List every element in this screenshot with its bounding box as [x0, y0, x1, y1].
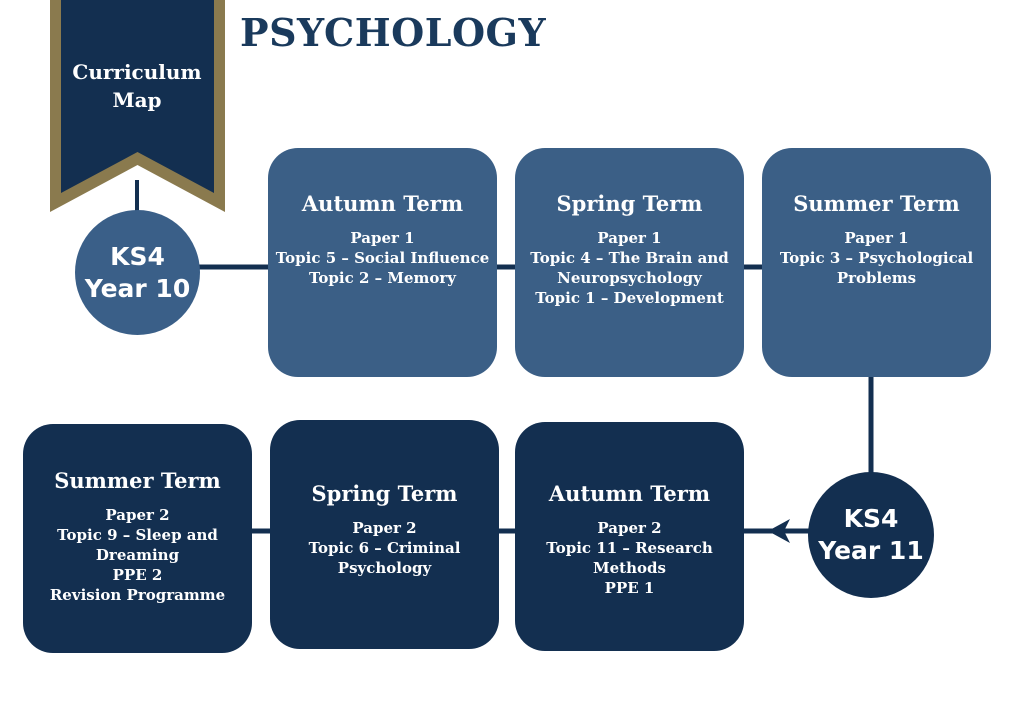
card-line: PPE 2	[112, 566, 163, 584]
year11-node: KS4 Year 11	[808, 472, 934, 598]
card-title: Autumn Term	[301, 191, 464, 216]
card-line: Dreaming	[95, 546, 180, 564]
year10-key-stage: KS4	[110, 241, 165, 271]
card-line: Topic 2 – Memory	[308, 269, 456, 287]
year11-autumn-card: Autumn Term Paper 2 Topic 11 – Research …	[515, 422, 744, 651]
card-line: Paper 2	[597, 519, 662, 537]
year10-spring-card: Spring Term Paper 1 Topic 4 – The Brain …	[515, 148, 744, 377]
card-line: PPE 1	[604, 579, 655, 597]
curriculum-map-banner	[50, 0, 225, 212]
banner-navy-fill	[61, 0, 214, 193]
card-line: Topic 9 – Sleep and	[57, 526, 218, 544]
card-line: Paper 2	[352, 519, 417, 537]
year11-spring-card: Spring Term Paper 2 Topic 6 – Criminal P…	[270, 420, 499, 649]
card-line: Revision Programme	[49, 586, 226, 604]
card-line: Methods	[593, 559, 666, 577]
year10-summer-card: Summer Term Paper 1 Topic 3 – Psychologi…	[762, 148, 991, 377]
page-title: PSYCHOLOGY	[240, 10, 547, 55]
card-line: Paper 2	[105, 506, 170, 524]
card-title: Spring Term	[556, 191, 703, 216]
card-title: Summer Term	[793, 191, 960, 216]
card-line: Topic 1 – Development	[535, 289, 724, 307]
year10-autumn-card: Autumn Term Paper 1 Topic 5 – Social Inf…	[268, 148, 497, 377]
card-line: Topic 6 – Criminal	[308, 539, 461, 557]
year11-summer-card: Summer Term Paper 2 Topic 9 – Sleep and …	[23, 424, 252, 653]
year11-key-stage: KS4	[843, 504, 899, 533]
card-title: Autumn Term	[548, 481, 711, 506]
card-line: Paper 1	[597, 229, 662, 247]
card-line: Psychology	[337, 559, 432, 577]
card-line: Topic 5 – Social Influence	[275, 249, 490, 267]
arrow-head-icon	[768, 519, 790, 543]
card-line: Neuropsychology	[557, 269, 702, 287]
year10-year-label: Year 10	[84, 273, 191, 303]
card-line: Topic 3 – Psychological	[779, 249, 974, 267]
banner-label: Curriculum Map	[72, 60, 202, 112]
year10-node: KS4 Year 10	[75, 210, 200, 335]
card-line: Paper 1	[844, 229, 909, 247]
card-line: Problems	[836, 269, 917, 287]
card-line: Paper 1	[350, 229, 415, 247]
card-line: Topic 11 – Research	[546, 539, 713, 557]
card-title: Spring Term	[311, 481, 458, 506]
year11-year-label: Year 11	[818, 536, 924, 565]
card-line: Topic 4 – The Brain and	[530, 249, 729, 267]
card-title: Summer Term	[54, 468, 221, 493]
